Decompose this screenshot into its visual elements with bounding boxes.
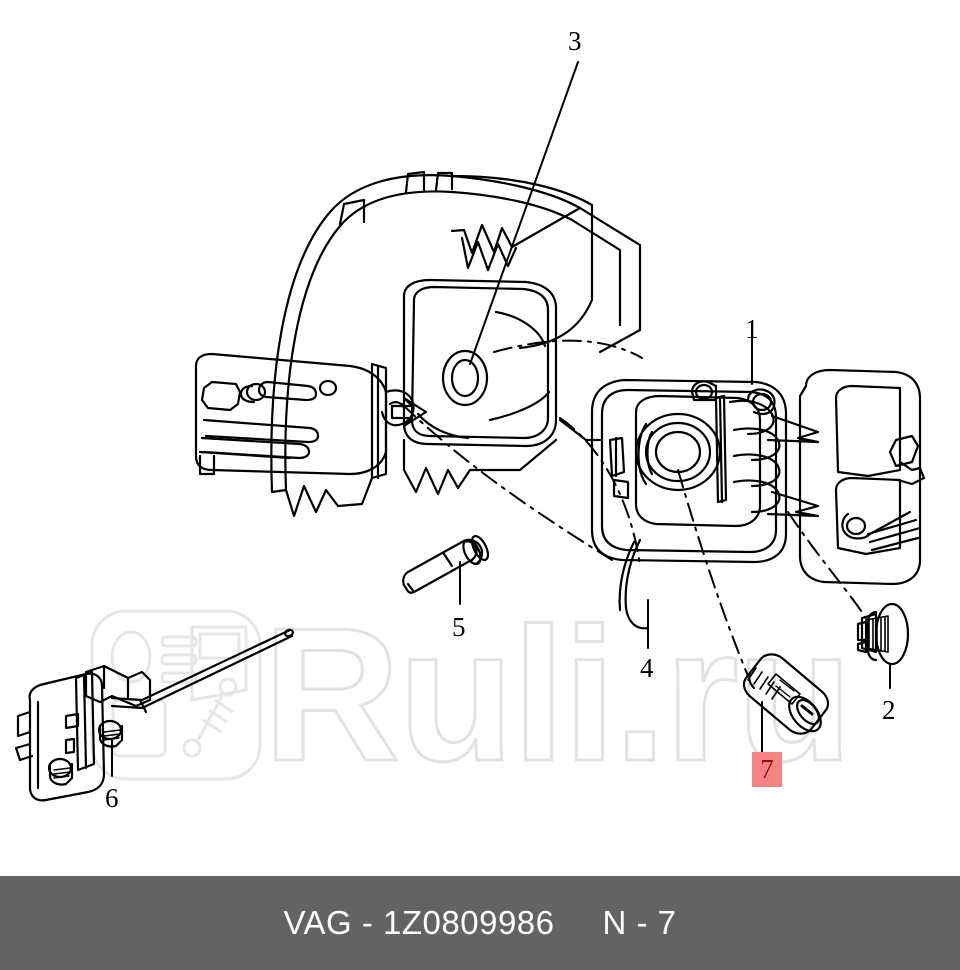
footer-part-number: VAG - 1Z0809986 bbox=[283, 904, 555, 941]
callout-number-4: 4 bbox=[640, 653, 654, 683]
watermark-layer: Ruli.ru bbox=[90, 588, 854, 803]
lock-cylinder-barrel bbox=[742, 653, 830, 735]
footer-section-code: N - 7 bbox=[602, 904, 677, 941]
ref-line-panel-to-housing bbox=[401, 403, 613, 561]
headlight-icon bbox=[110, 630, 198, 684]
callout-number-2: 2 bbox=[882, 695, 896, 725]
callout-number-3: 3 bbox=[568, 26, 582, 56]
ref-line-recess-to-pocket bbox=[559, 417, 641, 567]
assembly-reference-lines bbox=[401, 339, 869, 677]
fuel-flap-door-panel bbox=[798, 368, 926, 586]
callout-number-6: 6 bbox=[105, 783, 119, 813]
retaining-grommet-clip bbox=[856, 602, 910, 666]
ruli-auto-parts-logo bbox=[90, 609, 262, 781]
callout-number-7-highlighted: 7 bbox=[752, 752, 782, 787]
body-side-panel bbox=[194, 170, 642, 518]
leader-lines bbox=[111, 61, 891, 777]
leader-3 bbox=[469, 61, 579, 365]
callout-number-5: 5 bbox=[452, 612, 466, 642]
hinge-pin-bolt bbox=[402, 535, 490, 594]
actuator-screw-upper bbox=[97, 719, 124, 748]
footer-bar: VAG - 1Z0809986 N - 7 bbox=[0, 876, 960, 970]
actuator-screw-lower bbox=[47, 757, 74, 786]
central-locking-actuator bbox=[14, 628, 294, 802]
shock-absorber-icon bbox=[182, 677, 238, 758]
ref-line-bore-to-flap bbox=[493, 339, 643, 359]
ref-line-boss-to-cylinder bbox=[677, 469, 749, 677]
ref-line-flap-to-grommet bbox=[787, 511, 869, 623]
technical-drawing-layer bbox=[14, 61, 926, 802]
callout-number-1: 1 bbox=[745, 314, 759, 344]
